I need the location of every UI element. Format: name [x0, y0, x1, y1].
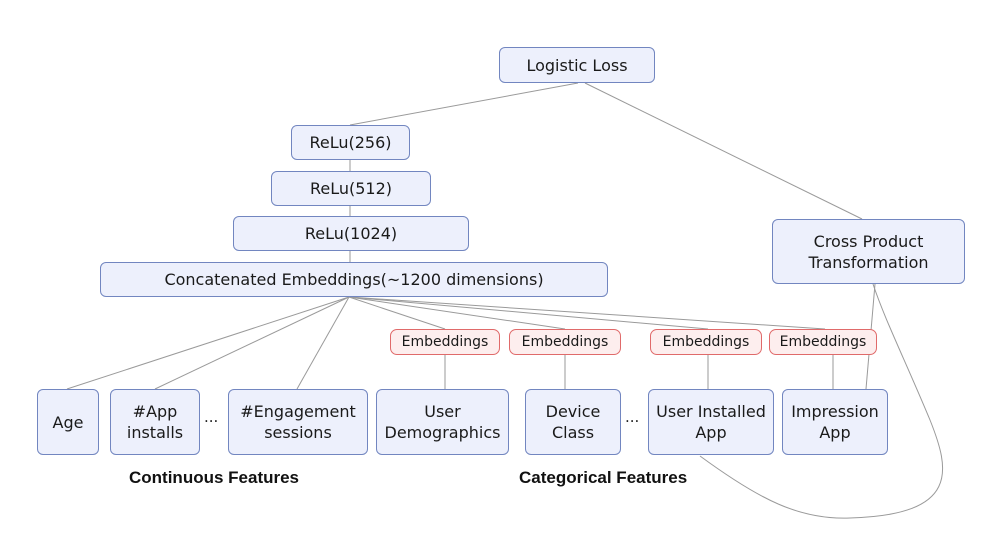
- categorical-features-label: Categorical Features: [519, 468, 688, 487]
- user-demographics-node: User Demographics: [376, 389, 509, 455]
- edge-emb2-concat: [348, 296, 566, 330]
- embeddings-box-installed: Embeddings: [650, 329, 762, 355]
- relu-1024-node: ReLu(1024): [233, 216, 469, 251]
- relu-512-node: ReLu(512): [271, 171, 431, 206]
- impression-app-node: Impression App: [782, 389, 888, 455]
- edge-age-concat: [66, 296, 350, 390]
- continuous-features-label: Continuous Features: [129, 468, 300, 487]
- app-installs-node: #App installs: [110, 389, 200, 455]
- embeddings-box-device: Embeddings: [509, 329, 621, 355]
- embeddings-box-impression: Embeddings: [769, 329, 877, 355]
- edge-appinstalls-concat: [154, 296, 350, 390]
- user-installed-app-node: User Installed App: [648, 389, 774, 455]
- edge-cross-logistic: [584, 82, 863, 220]
- edge-relu256-logistic: [349, 82, 579, 126]
- edge-emb4-concat: [348, 296, 826, 330]
- concatenated-embeddings-node: Concatenated Embeddings(~1200 dimensions…: [100, 262, 608, 297]
- cross-product-transformation-node: Cross Product Transformation: [772, 219, 965, 284]
- edge-installed-cross-curve: [699, 283, 944, 519]
- edge-emb1-concat: [348, 296, 446, 330]
- engagement-sessions-node: #Engagement sessions: [228, 389, 368, 455]
- logistic-loss-node: Logistic Loss: [499, 47, 655, 83]
- ellipsis-categorical: ...: [625, 408, 640, 426]
- edge-emb3-concat: [348, 296, 709, 330]
- relu-256-node: ReLu(256): [291, 125, 410, 160]
- ellipsis-continuous: ...: [204, 408, 219, 426]
- embeddings-box-demographics: Embeddings: [390, 329, 500, 355]
- device-class-node: Device Class: [525, 389, 621, 455]
- age-node: Age: [37, 389, 99, 455]
- edge-engagement-concat: [296, 296, 350, 390]
